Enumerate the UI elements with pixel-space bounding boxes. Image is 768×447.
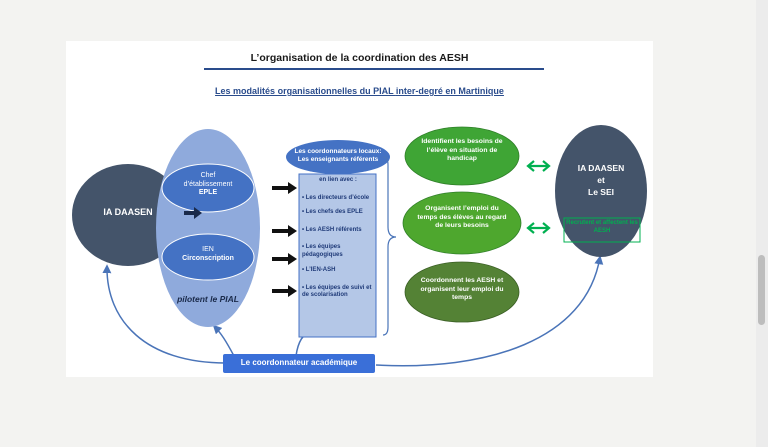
- coordonnateur-academique-label: Le coordonnateur académique: [240, 358, 358, 367]
- arrow-pial-to-box-2: [272, 285, 297, 297]
- lien-item: • Les équipes de suivi et de scolarisati…: [302, 284, 372, 299]
- diagram-canvas: [72, 125, 647, 373]
- arrow-pial-to-box-1: [272, 253, 297, 265]
- recrutent-label: Recrutent et affectent les AESH: [566, 220, 638, 234]
- double-arrow-organisent: [526, 222, 551, 234]
- lien-box: [298, 173, 377, 338]
- coordonnateurs-line-2: Les enseignants référents: [297, 156, 379, 163]
- coordonnent-ellipse: [404, 261, 520, 323]
- connector-to-pial: [212, 324, 235, 357]
- lien-item: • Les directeurs d’école: [302, 194, 370, 201]
- title-underline: [204, 68, 544, 70]
- ia-daasen-left-label: IA DAASEN: [103, 207, 153, 217]
- chef-etablissement-line-3: EPLE: [198, 189, 218, 196]
- identifient-label: Identifient les besoins de l’élève en si…: [421, 138, 503, 162]
- chef-etablissement-line-1: Chef: [200, 172, 216, 179]
- arrow-chef-to-box: [272, 182, 297, 194]
- subtitle-part-1: Les modalités organisationnelles du PIAL: [215, 86, 396, 96]
- ia-daasen-right-ellipse: [555, 125, 647, 257]
- coordonnent-label: Coordonnent les AESH et organisent leur …: [420, 277, 504, 301]
- ien-label: IEN Circonscription: [166, 246, 250, 263]
- identifient-ellipse: [404, 126, 520, 186]
- chef-etablissement-label: Chef d’établissement EPLE: [166, 172, 250, 198]
- ia-daasen-right-line-1: IA DAASEN: [577, 163, 625, 173]
- connector-to-ia-daasen-right: [375, 255, 604, 367]
- ia-daasen-right-line-3: Le SEI: [588, 187, 614, 197]
- organisent-label: Organisent l’emploi du temps des élèves …: [417, 205, 507, 229]
- recrutent-box: [563, 217, 641, 243]
- arrow-ia-to-pial: [184, 207, 202, 219]
- lien-item: • Les chefs des EPLE: [302, 209, 363, 215]
- coordonnateurs-label: Les coordonnateurs locaux: Les enseignan…: [286, 148, 390, 164]
- double-arrow-identifient: [526, 160, 551, 172]
- scrollbar-track[interactable]: [756, 0, 768, 447]
- lien-box-content: en lien avec : • Les directeurs d’école …: [302, 177, 374, 300]
- slide-subtitle: Les modalités organisationnelles du PIAL…: [66, 86, 653, 96]
- slide: L’organisation de la coordination des AE…: [66, 41, 653, 377]
- lien-item: • Les AESH référents: [302, 226, 362, 233]
- ien-ellipse: [161, 233, 255, 281]
- ia-daasen-right-line-2: et: [597, 175, 605, 185]
- coordonnateur-academique-box: [223, 354, 375, 373]
- lien-item: • Les équipes pédagogiques: [302, 244, 343, 258]
- lien-item: • L’IEN-ASH: [302, 267, 336, 273]
- arrow-ien-to-box: [272, 225, 297, 237]
- slide-title: L’organisation de la coordination des AE…: [250, 52, 469, 64]
- bracket: [382, 156, 397, 336]
- coordonnateurs-line-1: Les coordonnateurs locaux:: [294, 148, 382, 155]
- ien-line-2: Circonscription: [182, 254, 234, 262]
- chef-etablissement-ellipse: [161, 163, 255, 213]
- connector-to-ia-daasen-left: [102, 264, 227, 364]
- scrollbar-thumb[interactable]: [758, 255, 765, 325]
- coordonnateurs-ellipse: [286, 140, 390, 174]
- lien-title: en lien avec :: [319, 177, 357, 183]
- subtitle-part-2: inter-degré en Martinique: [395, 86, 504, 96]
- organisent-ellipse: [402, 191, 522, 255]
- ien-line-1: IEN: [202, 246, 214, 253]
- ia-daasen-left-ellipse: [72, 164, 184, 266]
- chef-etablissement-line-2: d’établissement: [183, 180, 233, 188]
- ia-daasen-right-label: IA DAASEN et Le SEI: [558, 162, 644, 198]
- pilotent-label: pilotent le PIAL: [177, 294, 239, 304]
